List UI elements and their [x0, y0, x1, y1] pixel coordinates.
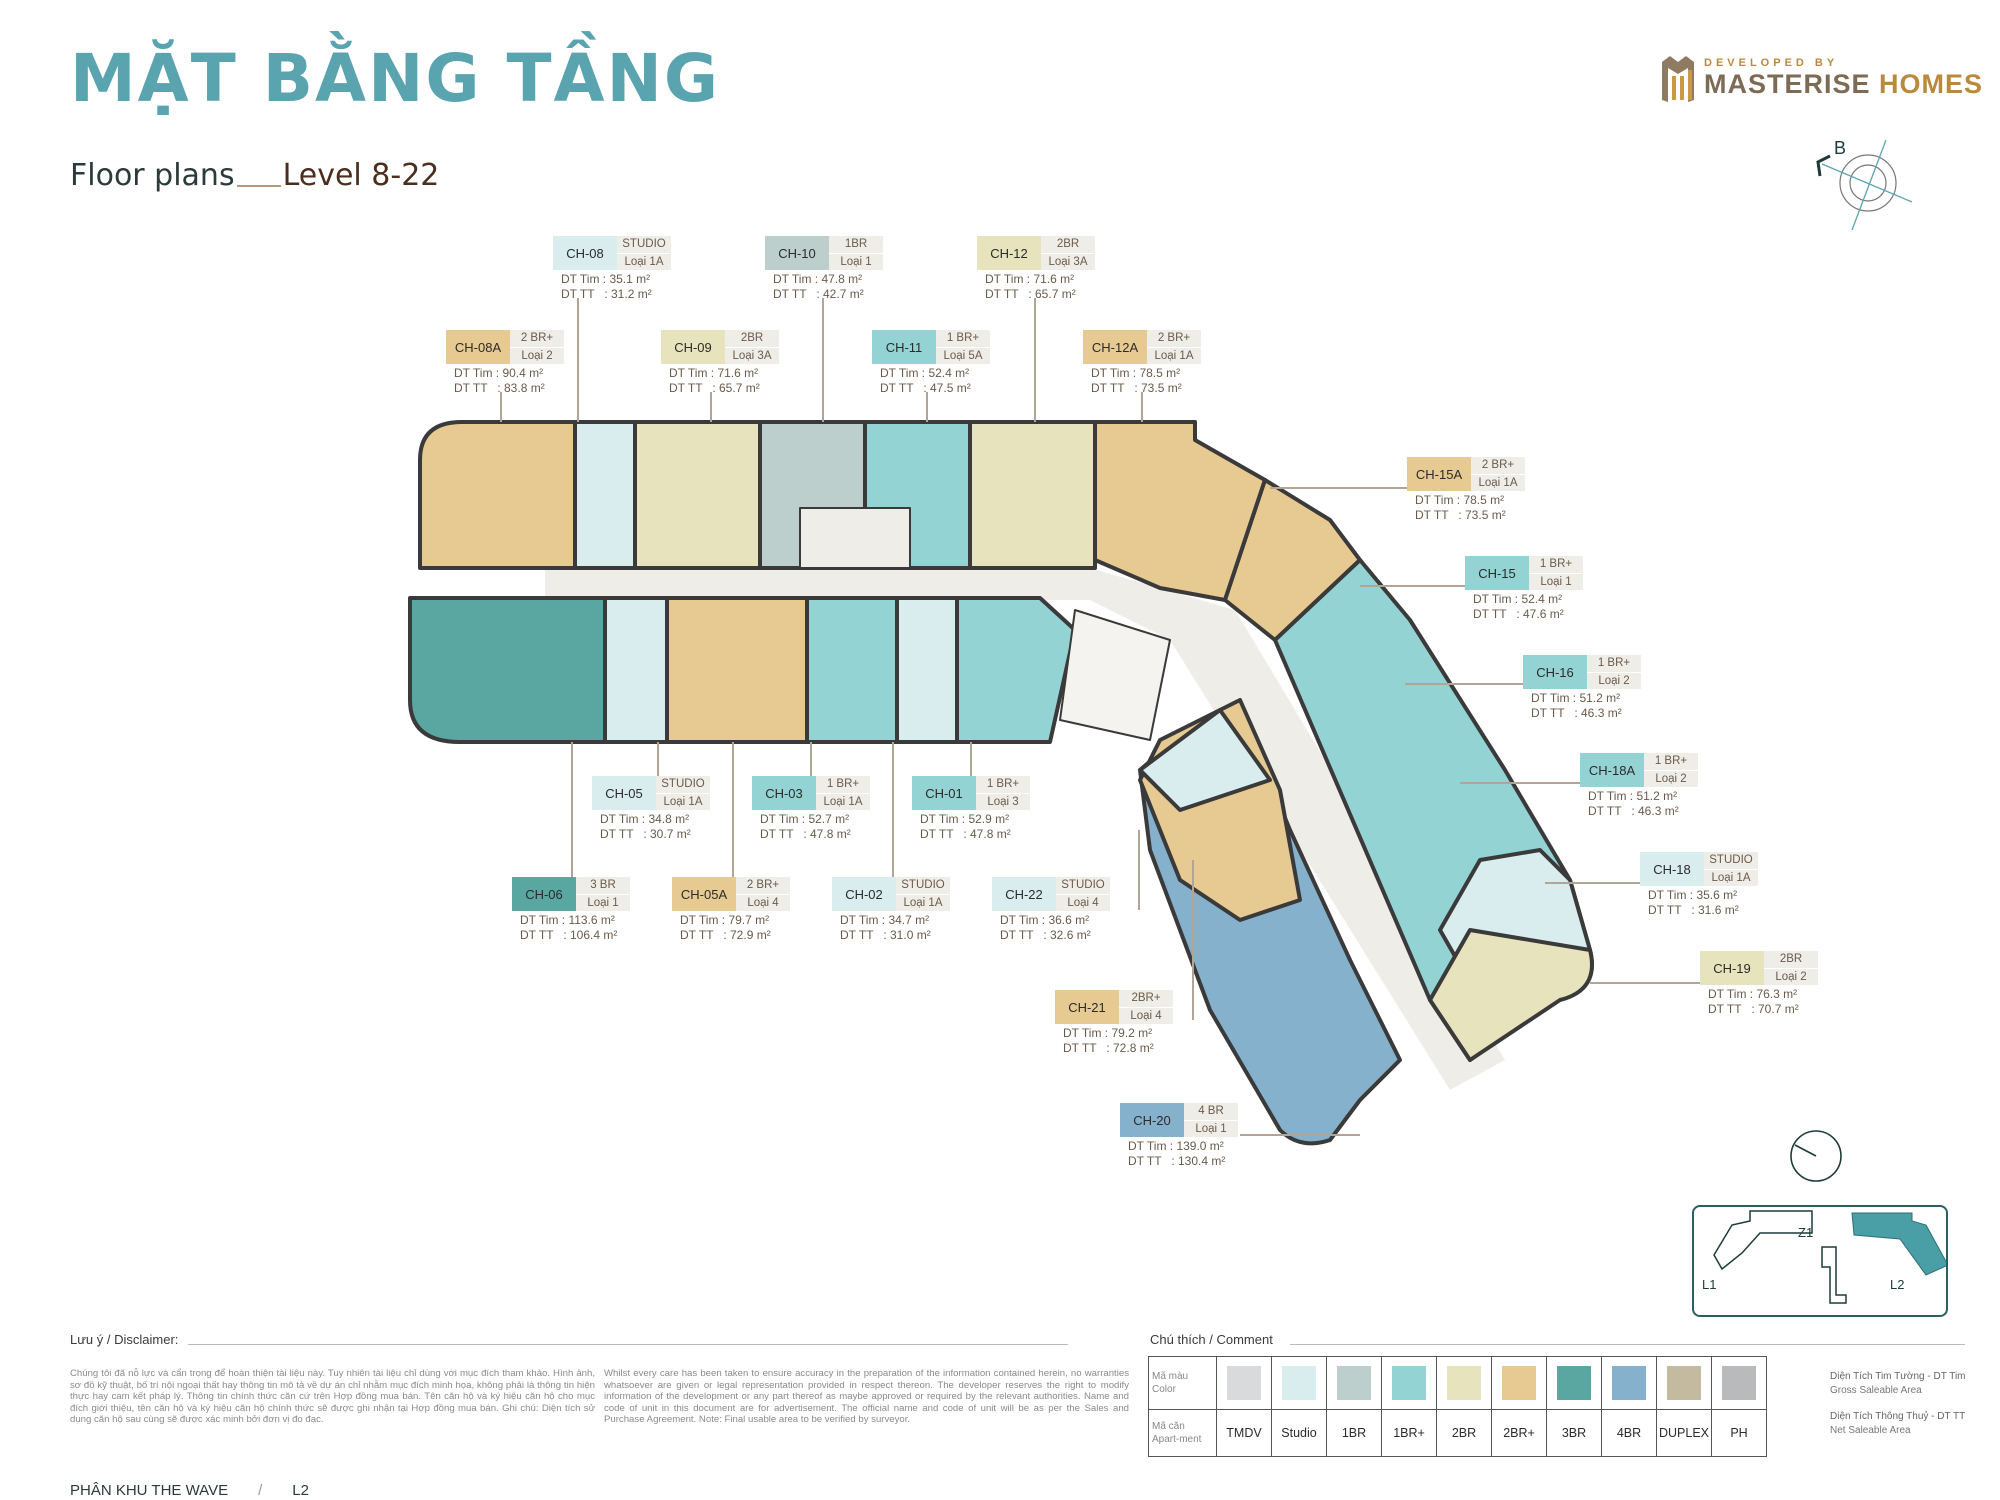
subtitle-level: Level 8-22 — [282, 158, 440, 193]
legend-swatch-3br — [1546, 1356, 1602, 1410]
page-subtitle: Floor plans Level 8-22 — [70, 158, 439, 193]
subtitle-floor-plans: Floor plans — [70, 158, 235, 193]
legend-label: 3BR — [1546, 1409, 1602, 1457]
legend-label: 2BR+ — [1491, 1409, 1547, 1457]
svg-text:L2: L2 — [1890, 1277, 1904, 1292]
leader-ch-01 — [970, 742, 972, 778]
leader-ch-02 — [892, 742, 894, 882]
svg-text:B: B — [1834, 138, 1846, 158]
leader-ch-15 — [1360, 585, 1465, 587]
leader-ch-09 — [710, 392, 712, 422]
leader-ch-19 — [1590, 982, 1700, 984]
leader-ch-03 — [810, 742, 812, 778]
leader-ch-11 — [926, 392, 928, 422]
legend-swatch-ph — [1711, 1356, 1767, 1410]
footer-separator: / — [258, 1482, 263, 1499]
section-compass-icon: B — [1810, 128, 1920, 243]
leader-ch-12a — [1141, 392, 1143, 422]
leader-ch-22 — [1138, 830, 1140, 910]
leader-ch-06 — [571, 742, 573, 882]
disclaimer-english: Whilst every care has been taken to ensu… — [604, 1368, 1129, 1426]
legend-swatch-studio — [1271, 1356, 1327, 1410]
legend-label: 1BR — [1326, 1409, 1382, 1457]
legend-label: 1BR+ — [1381, 1409, 1437, 1457]
leader-ch-08a — [500, 392, 502, 422]
footer: PHÂN KHU THE WAVE / L2 — [70, 1482, 309, 1499]
legend-label: PH — [1711, 1409, 1767, 1457]
logo-name: MASTERISE HOMES — [1704, 68, 1984, 99]
area-definitions: Diện Tích Tim Tường - DT Tim Gross Salea… — [1830, 1371, 1966, 1436]
leader-ch-10 — [822, 298, 824, 422]
legend-swatch-4br — [1601, 1356, 1657, 1410]
leader-ch-15a — [1270, 487, 1407, 489]
legend-swatch-1br-plus — [1381, 1356, 1437, 1410]
legend-swatch-tmdv — [1216, 1356, 1272, 1410]
legend-swatch-duplex — [1656, 1356, 1712, 1410]
legend-label: Studio — [1271, 1409, 1327, 1457]
leader-ch-12 — [1034, 298, 1036, 422]
footer-block: L2 — [292, 1482, 309, 1499]
leader-ch-08 — [577, 298, 579, 422]
leader-ch-18 — [1545, 882, 1640, 884]
leader-ch-20 — [1240, 1134, 1360, 1136]
legend-label: 4BR — [1601, 1409, 1657, 1457]
subtitle-rule — [236, 185, 281, 187]
leader-ch-05 — [657, 742, 659, 778]
leader-ch-16 — [1405, 683, 1523, 685]
keymap-l1-icon — [1713, 1210, 1813, 1271]
logo-developed-by: DEVELOPED BY — [1704, 56, 1839, 69]
svg-text:Z1: Z1 — [1798, 1225, 1813, 1240]
leader-ch-18a — [1460, 782, 1580, 784]
legend-label: DUPLEX — [1656, 1409, 1712, 1457]
keymap-l2-icon — [1851, 1212, 1949, 1276]
leader-ch-05a — [732, 742, 734, 882]
keymap-z1-icon — [1821, 1246, 1847, 1304]
legend-label: TMDV — [1216, 1409, 1272, 1457]
footer-zone: PHÂN KHU THE WAVE — [70, 1482, 229, 1499]
legend-swatch-2br-plus — [1491, 1356, 1547, 1410]
developer-logo: DEVELOPED BY MASTERISE HOMES — [1660, 54, 1983, 102]
page-title: MẶT BẰNG TẦNG — [70, 40, 721, 117]
legend-swatch-1br — [1326, 1356, 1382, 1410]
legend-label: 2BR — [1436, 1409, 1492, 1457]
disclaimer-vietnamese: Chúng tôi đã nỗ lực và cẩn trọng để hoàn… — [70, 1368, 595, 1426]
legend-heading: Chú thích / Comment — [1150, 1332, 1273, 1347]
leader-ch-21 — [1192, 860, 1194, 1020]
svg-text:L1: L1 — [1702, 1277, 1716, 1292]
north-arrow-icon — [1788, 1128, 1844, 1189]
disclaimer-rule — [188, 1344, 1068, 1345]
key-map: L1 Z1 L2 — [1692, 1205, 1949, 1317]
legend-rule — [1290, 1344, 1965, 1345]
masterise-logo-icon — [1660, 54, 1696, 102]
legend-swatch-2br — [1436, 1356, 1492, 1410]
disclaimer-heading: Lưu ý / Disclaimer: — [70, 1332, 179, 1347]
